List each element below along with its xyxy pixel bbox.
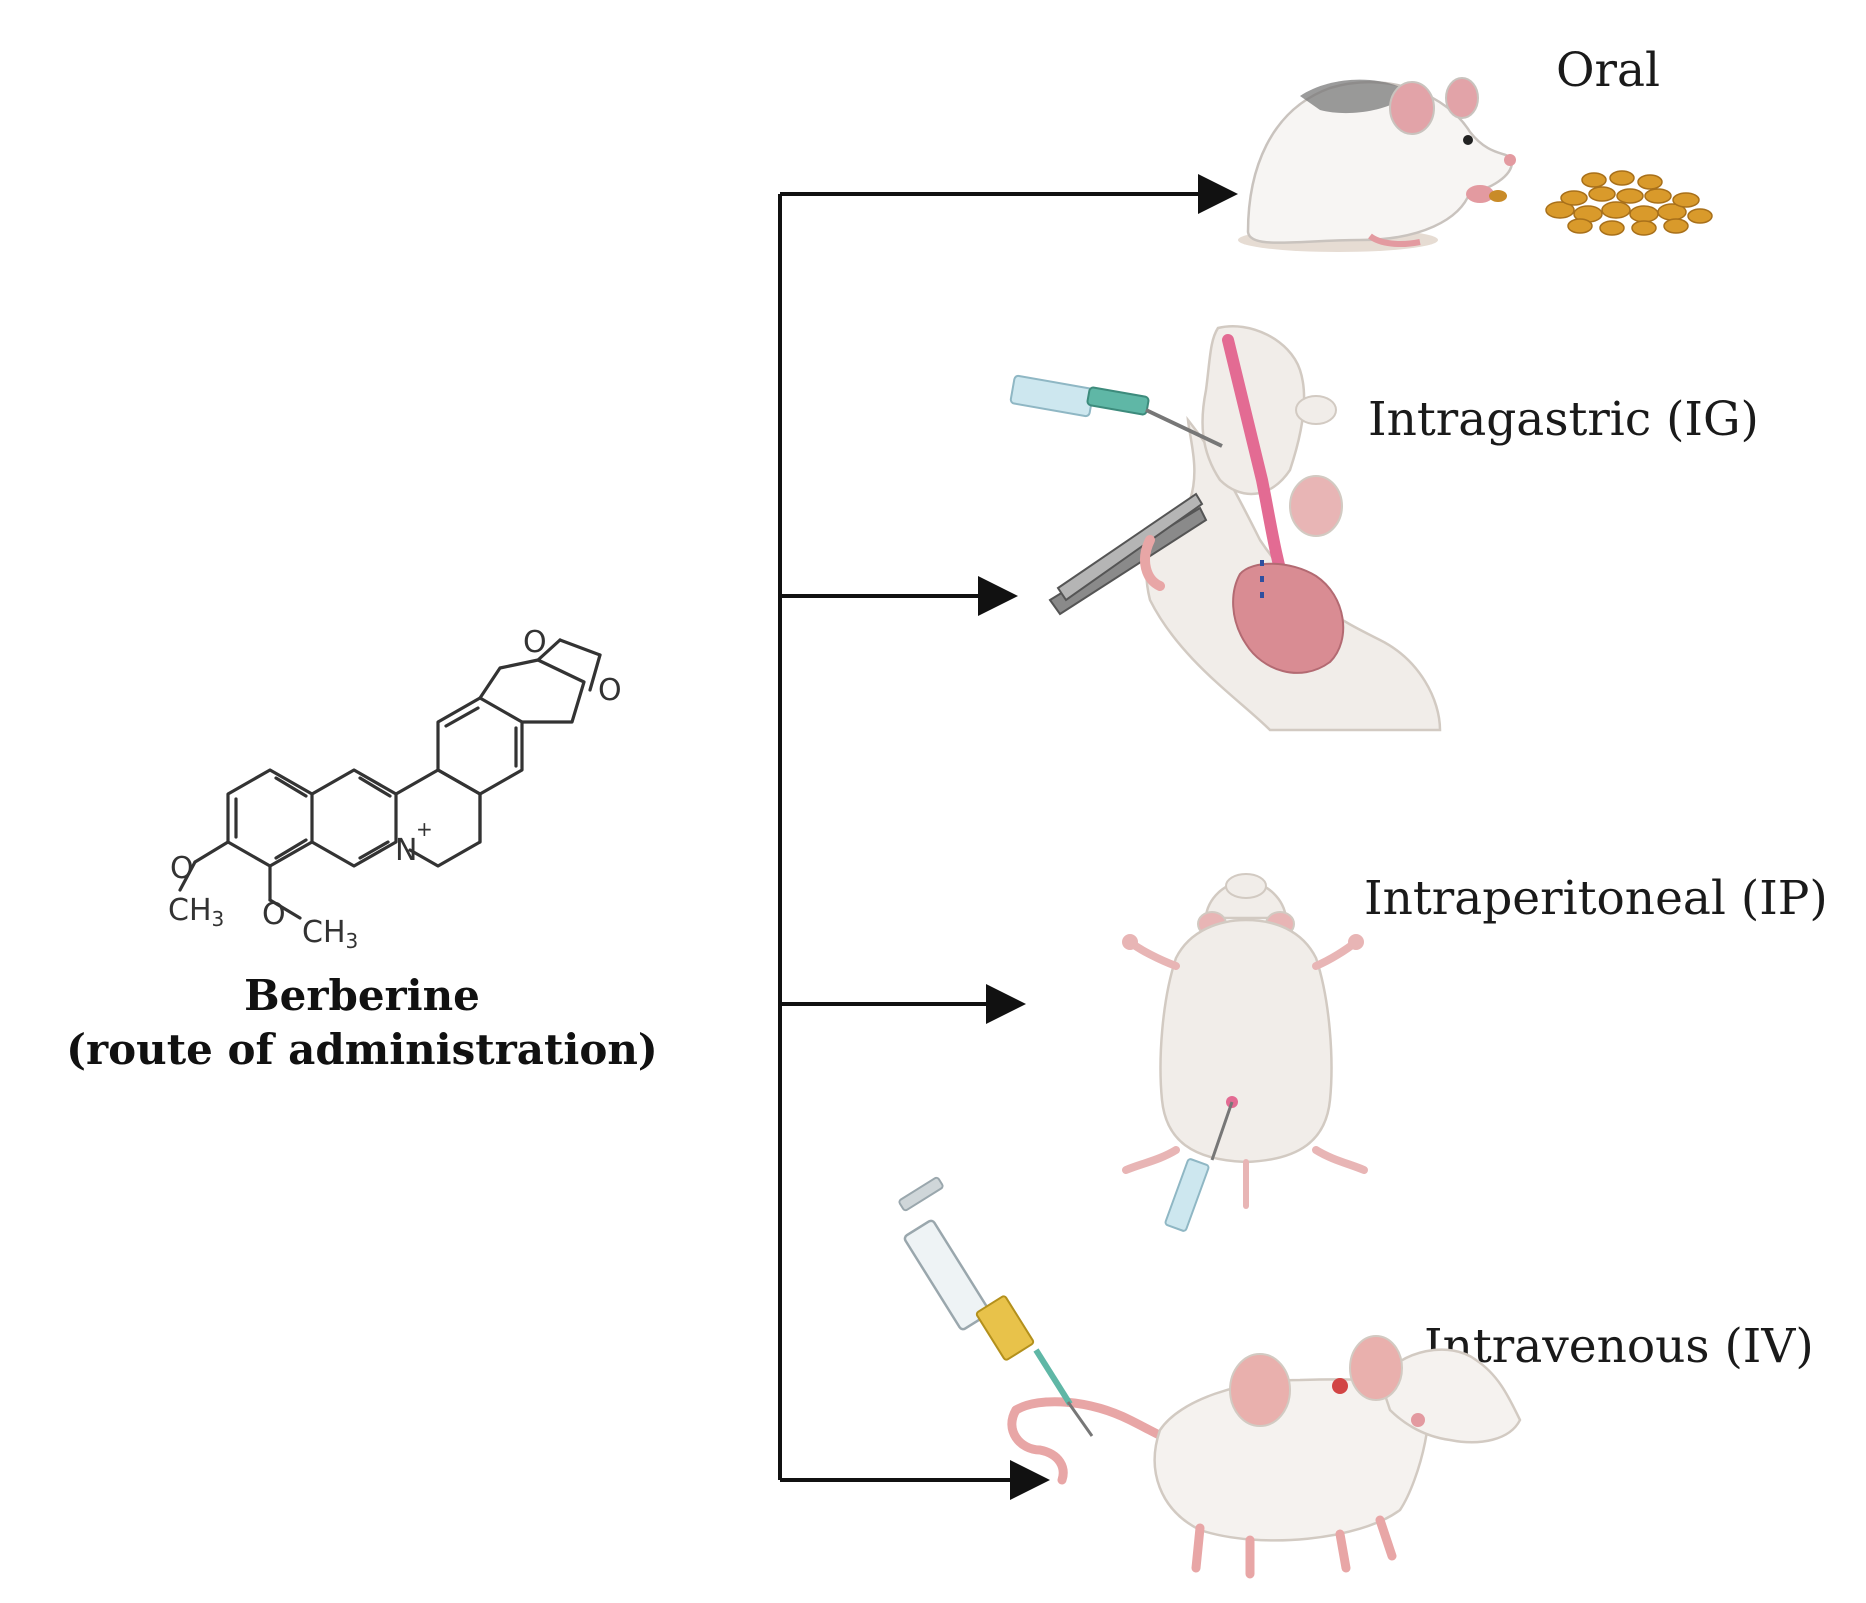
route-label-intravenous: Intravenous (IV)	[1424, 1319, 1814, 1374]
methyl-2: CH3	[302, 915, 358, 953]
route-label-intragastric: Intragastric (IG)	[1368, 392, 1759, 447]
ring-bonds	[178, 638, 602, 920]
iv-syringe	[898, 1176, 1094, 1437]
methyl-1-sub: 3	[212, 907, 225, 931]
atom-charge: +	[416, 817, 433, 841]
gavage-syringe	[1009, 374, 1223, 448]
methyl-1: CH3	[168, 893, 224, 931]
methyl-2-c: CH	[302, 915, 346, 950]
route-label-oral: Oral	[1556, 43, 1660, 98]
atom-oxygen-2: O	[598, 673, 622, 708]
tail-vein-injection-mouse-icon	[898, 1176, 1522, 1579]
methyl-1-c: CH	[168, 893, 212, 928]
mouse-eating-pellets-icon	[1238, 77, 1713, 252]
food-pellets	[1545, 170, 1713, 236]
atom-nitrogen: N	[395, 833, 417, 868]
berberine-structure: N + O O O O CH3 CH3	[168, 625, 622, 953]
supine-mouse-injection-icon	[1122, 873, 1368, 1232]
compound-subtitle: (route of administration)	[66, 1025, 658, 1074]
compound-name: Berberine	[244, 971, 480, 1020]
route-label-intraperitoneal: Intraperitoneal (IP)	[1364, 871, 1828, 926]
forceps	[1048, 492, 1208, 616]
ip-syringe	[1164, 1101, 1234, 1232]
atom-oxygen-1: O	[523, 625, 547, 660]
atom-oxygen-3: O	[170, 851, 194, 886]
flow-connectors	[778, 174, 1238, 1500]
methyl-2-sub: 3	[346, 929, 359, 953]
atom-oxygen-4: O	[262, 897, 286, 932]
gavage-needle-mouse-icon	[1009, 325, 1442, 732]
